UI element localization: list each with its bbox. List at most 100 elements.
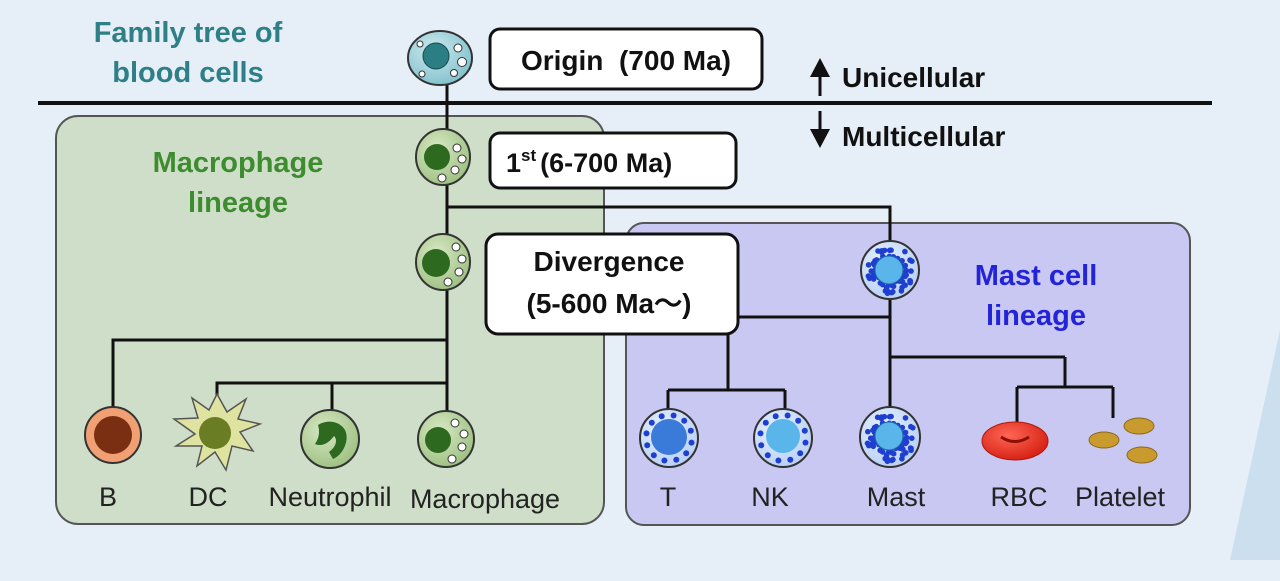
granule-dot — [658, 413, 665, 420]
granule-dot — [758, 442, 765, 449]
first-label-main: 1 — [506, 148, 521, 178]
rbc-label: RBC — [990, 482, 1047, 512]
granule-dot — [883, 284, 890, 291]
granule-dot — [908, 447, 914, 454]
mast-lineage-label-line1: Mast cell — [975, 260, 1098, 292]
paper-curl-decoration — [1230, 330, 1280, 560]
granule-dot — [874, 414, 881, 421]
granule-dot — [902, 440, 909, 447]
granule-dot — [644, 442, 651, 449]
divergence-label-box — [484, 232, 740, 336]
granule-dot — [889, 449, 895, 456]
first-label-superscript: st — [521, 146, 536, 165]
granule-dot — [875, 248, 881, 254]
granule-dot — [902, 262, 909, 269]
neutrophil-label: Neutrophil — [268, 482, 391, 512]
macrophage-cell-icon — [417, 410, 475, 468]
granule-dot — [757, 430, 764, 437]
nk-cell-icon — [753, 408, 813, 468]
divergence-cell-icon — [415, 233, 471, 291]
granule-dot — [764, 452, 771, 459]
origin-label: Origin (700 Ma) — [521, 45, 731, 76]
nk-cell-label: NK — [751, 482, 789, 512]
granule-dot — [802, 439, 809, 446]
macrophage-lineage-label-line1: Macrophage — [153, 147, 324, 179]
granule-dot — [884, 290, 891, 297]
granule-dot — [890, 289, 896, 295]
dendritic-cell-icon — [171, 392, 263, 472]
down-arrow-icon — [810, 111, 830, 148]
granule-dot — [902, 429, 909, 436]
granule-dot — [890, 456, 896, 463]
red-blood-cell-icon — [981, 421, 1049, 461]
first-label: 1st(6-700 Ma) — [506, 146, 672, 178]
granule-dot — [903, 450, 909, 456]
origin-cell-icon — [407, 30, 473, 86]
granule-dot — [886, 247, 893, 254]
platelet-label: Platelet — [1075, 482, 1166, 512]
macrophage-lineage-label-line2: lineage — [188, 187, 288, 219]
granule-dot — [870, 436, 876, 443]
t-cell-label: T — [660, 482, 677, 512]
b-cell-icon — [84, 406, 142, 464]
first-label-rest: (6-700 Ma) — [540, 148, 672, 178]
granule-dot — [886, 413, 893, 420]
granule-dot — [681, 417, 688, 424]
platelet-icon — [1088, 417, 1158, 464]
granule-dot — [643, 430, 650, 437]
granule-dot — [872, 258, 878, 264]
multicellular-label: Multicellular — [842, 121, 1005, 152]
granule-dot — [687, 427, 694, 434]
b-cell-label: B — [99, 482, 117, 512]
mast-cell-icon — [859, 406, 921, 468]
dc-label: DC — [189, 482, 228, 512]
macrophage-label: Macrophage — [410, 484, 560, 514]
mast-lineage-label-line2: lineage — [986, 300, 1086, 332]
granule-dot — [881, 247, 888, 254]
first-ancestor-cell-icon — [415, 128, 471, 186]
granule-dot — [661, 457, 668, 464]
mast-progenitor-cell-icon — [860, 240, 920, 300]
granule-dot — [907, 279, 913, 286]
granule-dot — [871, 424, 878, 431]
granule-dot — [865, 273, 872, 279]
granule-dot — [650, 452, 657, 459]
granule-dot — [865, 428, 871, 435]
divergence-label-line1: Divergence — [534, 246, 685, 277]
granule-dot — [907, 257, 913, 263]
diagram-title-line1: Family tree of — [94, 17, 283, 49]
granule-dot — [688, 439, 695, 446]
origin-label-box — [488, 27, 764, 91]
tree-lines — [111, 82, 1115, 425]
granule-dot — [902, 415, 909, 421]
granule-dot — [673, 456, 680, 463]
granule-dot — [908, 268, 914, 274]
granule-dot — [902, 248, 908, 255]
neutrophil-cell-icon — [300, 409, 360, 469]
unicellular-label: Unicellular — [842, 62, 985, 93]
granule-dot — [909, 435, 915, 442]
granule-dot — [795, 417, 802, 424]
granule-dot — [772, 413, 779, 420]
granule-dot — [884, 458, 891, 465]
granule-dot — [762, 419, 769, 426]
granule-dot — [864, 440, 871, 447]
granule-dot — [683, 450, 690, 457]
granule-dot — [865, 262, 872, 268]
up-arrow-icon — [810, 58, 830, 96]
granule-dot — [908, 423, 914, 430]
granule-dot — [879, 449, 886, 455]
granule-dot — [883, 452, 890, 458]
diagram-title-line2: blood cells — [112, 57, 263, 89]
granule-dot — [775, 457, 782, 464]
granule-dot — [648, 419, 655, 426]
mast-cell-label: Mast — [867, 482, 926, 512]
divergence-label-line2: (5-600 Ma〜) — [527, 288, 692, 319]
granule-dot — [881, 413, 888, 420]
granule-dot — [787, 456, 794, 463]
t-cell-icon — [639, 408, 699, 468]
granule-dot — [784, 412, 791, 419]
granule-dot — [902, 282, 908, 289]
granule-dot — [801, 427, 808, 434]
